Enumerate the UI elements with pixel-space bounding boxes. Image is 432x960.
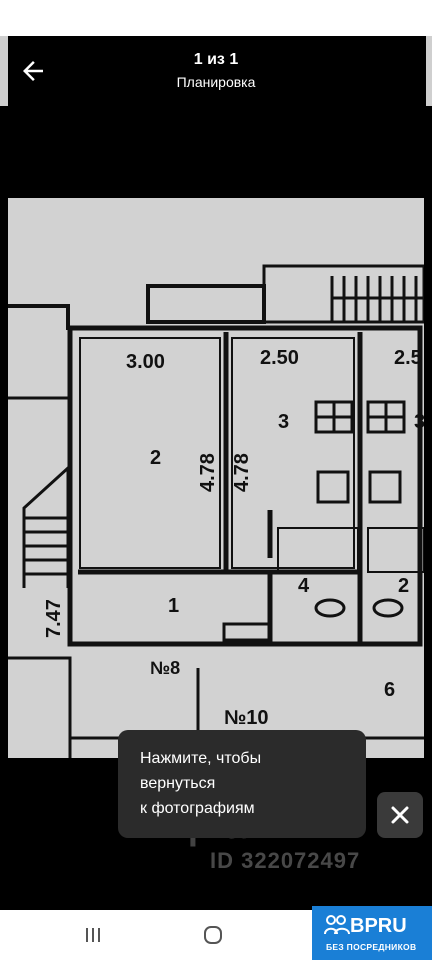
status-bar [0, 0, 432, 36]
unit-label-10: №10 [224, 707, 269, 729]
dim-length-total: 7.47 [43, 599, 65, 638]
left-edge [0, 36, 8, 106]
listing-id-watermark: ID 322072497 [210, 848, 361, 873]
arrow-left-icon [23, 61, 43, 81]
back-button[interactable] [18, 56, 48, 86]
recents-icon [86, 928, 100, 942]
tooltip-line-1: Нажмите, чтобы [140, 750, 262, 767]
right-edge [426, 36, 432, 106]
room-number-3b: 3 [414, 411, 424, 433]
bpru-name: BPRU [350, 915, 407, 937]
back-to-photos-tooltip[interactable]: Нажмите, чтобы вернуться к фотографиям [118, 730, 366, 838]
unit-label-8: №8 [150, 658, 180, 678]
dim-width-room-3b: 2.5 [394, 347, 422, 369]
bpru-badge: BPRU БЕЗ ПОСРЕДНИКОВ [312, 906, 432, 960]
stair-top [262, 264, 424, 324]
room-number-6: 6 [384, 679, 395, 701]
viewer-header: 1 из 1 Планировка [0, 36, 432, 106]
tooltip-line-2: вернуться [140, 775, 216, 792]
bpru-tagline: БЕЗ ПОСРЕДНИКОВ [326, 942, 417, 952]
close-icon [391, 806, 409, 824]
dim-width-room-3: 2.50 [260, 347, 299, 369]
close-tooltip-button[interactable] [377, 792, 423, 838]
room-number-2: 2 [150, 447, 161, 469]
room-number-2b: 2 [398, 575, 409, 597]
tooltip-text: Нажмите, чтобы вернуться к фотографиям [140, 746, 261, 821]
photo-caption: Планировка [176, 74, 256, 90]
people-icon [324, 915, 350, 935]
dim-length-room-3: 4.78 [231, 453, 253, 492]
home-button[interactable] [202, 924, 224, 946]
home-icon [204, 926, 222, 944]
dim-length-room-2: 4.78 [197, 453, 219, 492]
room-number-3: 3 [278, 411, 289, 433]
title-group: 1 из 1 Планировка [0, 50, 432, 92]
photo-counter: 1 из 1 [193, 51, 239, 68]
floorplan-image[interactable]: 3.00 2.50 2.5 2 3 3 1 4 2 6 №8 №10 4.78 … [8, 198, 424, 758]
tooltip-line-3: к фотографиям [140, 800, 255, 817]
floorplan-drawing: 3.00 2.50 2.5 2 3 3 1 4 2 6 №8 №10 4.78 … [8, 198, 424, 758]
bpru-logo: BPRU [324, 914, 407, 938]
room-number-1: 1 [168, 595, 179, 617]
recents-button[interactable] [82, 924, 104, 946]
dim-width-room-2: 3.00 [126, 351, 165, 373]
room-number-4: 4 [298, 575, 310, 597]
